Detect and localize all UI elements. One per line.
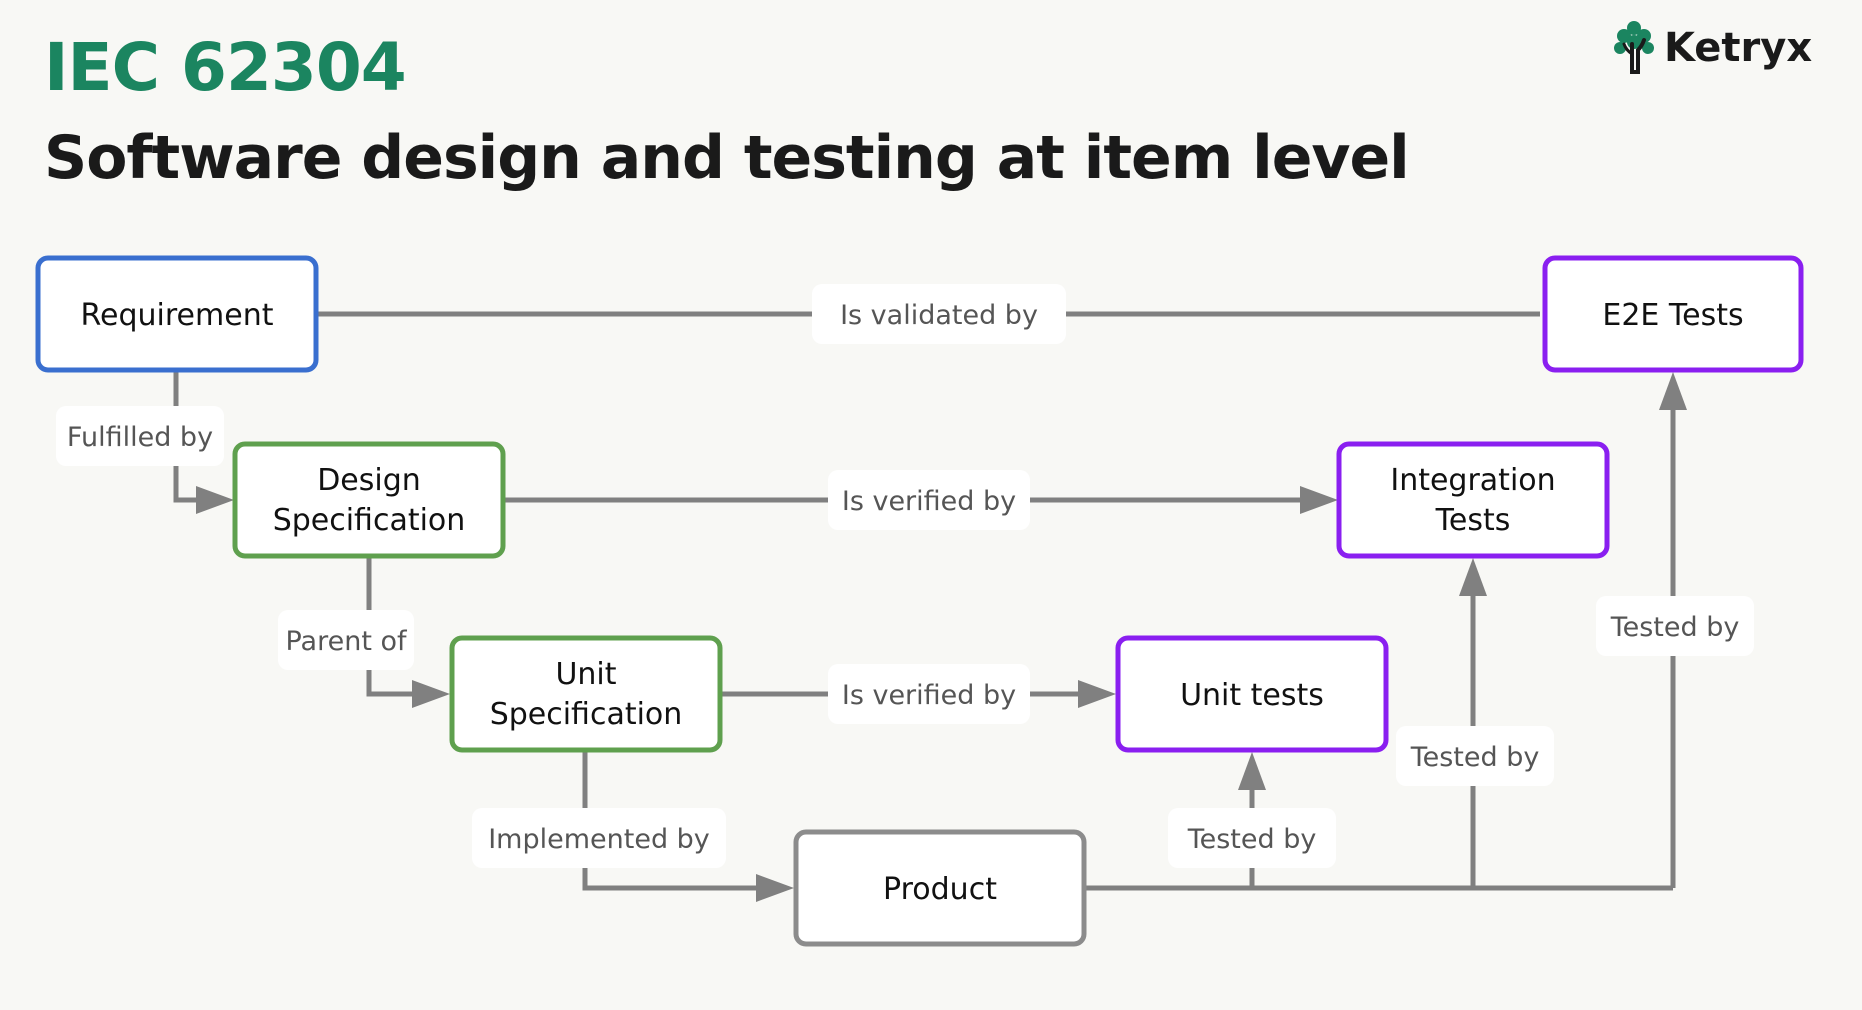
edge-label-text: Fulfilled by bbox=[67, 422, 213, 453]
edge-label-text: Parent of bbox=[285, 626, 408, 657]
node-design-specification: Design Specification bbox=[232, 441, 506, 559]
edge-label-product-e2e: Tested by bbox=[1596, 596, 1754, 656]
node-e2e-tests: E2E Tests bbox=[1542, 255, 1804, 373]
arrowhead-design-integration bbox=[1300, 486, 1338, 514]
edge-label-text: Tested by bbox=[1410, 742, 1540, 773]
node-label-line-1: Integration bbox=[1390, 463, 1555, 498]
arrowhead-design-unit bbox=[412, 680, 450, 708]
arrowhead-unit-unittests bbox=[1078, 680, 1116, 708]
connectors bbox=[173, 300, 1687, 902]
edge-label-product-integration: Tested by bbox=[1396, 726, 1554, 786]
arrowhead-req-design bbox=[196, 486, 234, 514]
edge-label-text: Is verified by bbox=[842, 680, 1016, 711]
node-label: E2E Tests bbox=[1602, 298, 1743, 333]
node-label: Requirement bbox=[81, 298, 274, 333]
logo-wordmark: Ketryx bbox=[1664, 25, 1813, 71]
node-unit-tests: Unit tests bbox=[1115, 635, 1389, 753]
edge-label-req-e2e: Is validated by bbox=[812, 284, 1066, 344]
node-label-line-2: Tests bbox=[1435, 503, 1511, 538]
tree-icon bbox=[1614, 21, 1654, 74]
edge-label-design-unit: Parent of bbox=[278, 610, 414, 670]
edge-label-text: Is verified by bbox=[842, 486, 1016, 517]
node-product: Product bbox=[793, 829, 1087, 947]
node-unit-specification: Unit Specification bbox=[449, 635, 723, 753]
edge-label-design-integration: Is verified by bbox=[828, 470, 1030, 530]
page-title: IEC 62304 bbox=[44, 29, 407, 106]
arrowhead-product-integration bbox=[1459, 558, 1487, 596]
edge-line-design-unit bbox=[366, 556, 414, 697]
node-label-line-2: Specification bbox=[490, 697, 683, 732]
ketryx-logo: Ketryx bbox=[1612, 20, 1812, 76]
edge-line-unit-product bbox=[582, 751, 760, 891]
edge-label-text: Implemented by bbox=[488, 824, 710, 855]
node-label-line-1: Design bbox=[317, 463, 421, 498]
page-subtitle: Software design and testing at item leve… bbox=[44, 123, 1410, 193]
edge-label-req-design: Fulfilled by bbox=[56, 406, 224, 466]
arrowhead-product-e2e bbox=[1659, 372, 1687, 410]
node-label: Unit tests bbox=[1180, 678, 1324, 713]
node-requirement: Requirement bbox=[35, 255, 319, 373]
node-label-line-1: Unit bbox=[555, 657, 616, 692]
node-label-line-2: Specification bbox=[273, 503, 466, 538]
node-label: Product bbox=[883, 872, 997, 907]
edge-label-product-unittests: Tested by bbox=[1168, 808, 1336, 868]
edge-label-text: Is validated by bbox=[840, 300, 1038, 331]
node-integration-tests: Integration Tests bbox=[1336, 441, 1610, 559]
edge-label-unit-unittests: Is verified by bbox=[828, 664, 1030, 724]
arrowhead-product-unittests bbox=[1238, 752, 1266, 790]
edge-label-unit-product: Implemented by bbox=[472, 808, 726, 868]
arrowhead-unit-product bbox=[756, 874, 794, 902]
edge-label-text: Tested by bbox=[1610, 612, 1740, 643]
edge-label-text: Tested by bbox=[1187, 824, 1317, 855]
